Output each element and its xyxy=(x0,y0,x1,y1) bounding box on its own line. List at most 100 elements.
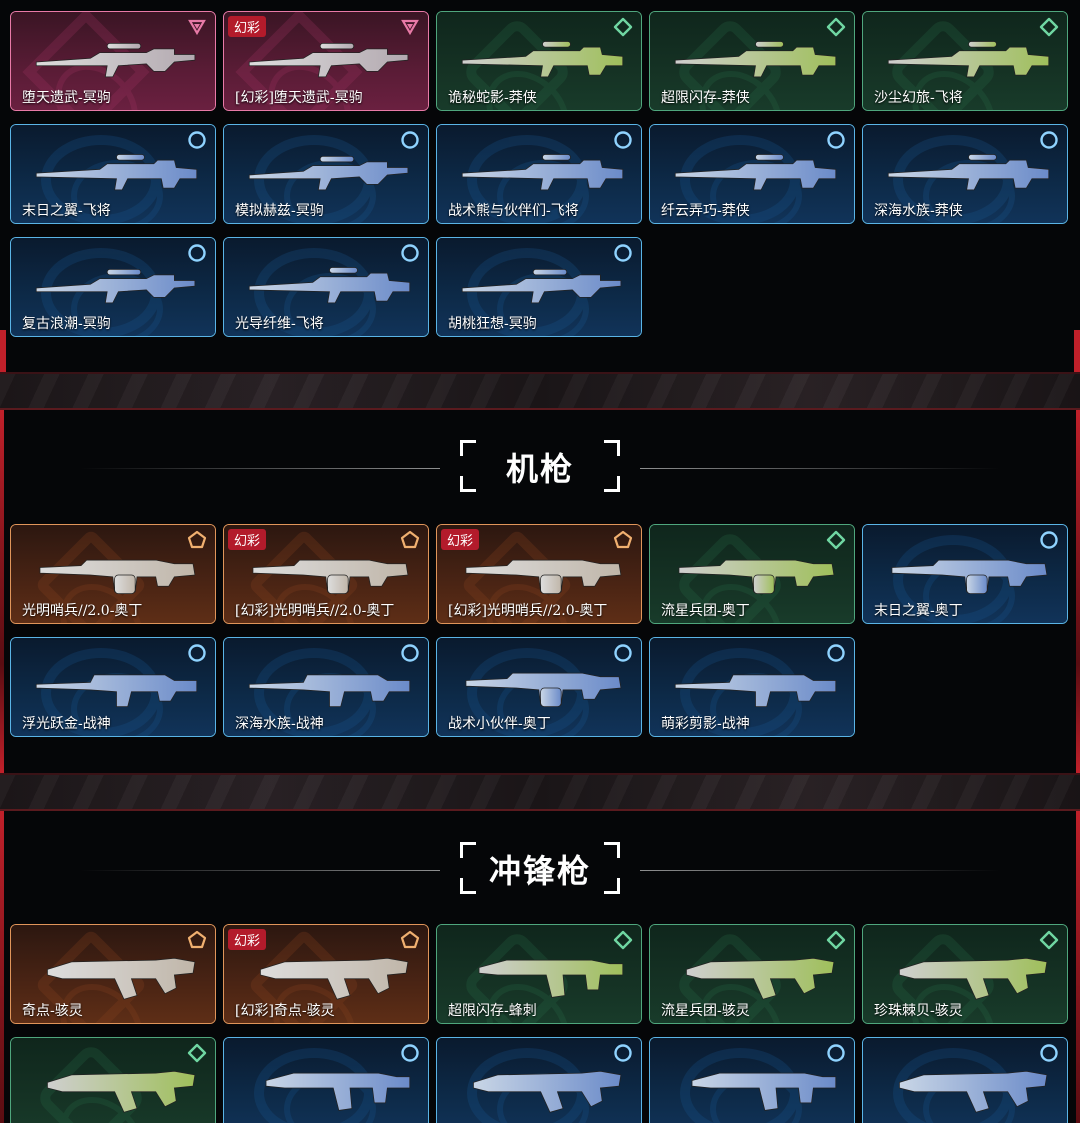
skin-card[interactable] xyxy=(436,1037,642,1123)
skin-card[interactable]: 光导纤维-飞将 xyxy=(223,237,429,337)
skin-card[interactable]: 战术小伙伴-奥丁 xyxy=(436,637,642,737)
skin-card[interactable]: 光明哨兵//2.0-奥丁 xyxy=(10,524,216,624)
title-bracket: 机枪 xyxy=(455,438,625,494)
frame-edge xyxy=(1076,410,1080,773)
smg-weapon-icon xyxy=(47,957,196,1000)
skin-name: 战术熊与伙伴们-飞将 xyxy=(448,203,579,219)
circle-icon xyxy=(1040,131,1058,149)
circle-icon xyxy=(827,644,845,662)
skin-card[interactable]: 末日之翼-飞将 xyxy=(10,124,216,224)
skin-card[interactable]: 堕天遗武-冥驹 xyxy=(10,11,216,111)
skin-card[interactable]: 战术熊与伙伴们-飞将 xyxy=(436,124,642,224)
rifle-weapon-icon xyxy=(461,41,624,78)
pentagon-icon xyxy=(187,930,207,949)
smg-weapon-icon xyxy=(47,1070,196,1113)
title-line xyxy=(80,870,440,871)
skin-name: 珍珠棘贝-骇灵 xyxy=(874,1003,963,1019)
skin-name: 纤云弄巧-莽侠 xyxy=(661,203,750,219)
skin-card[interactable]: 萌彩剪影-战神 xyxy=(649,637,855,737)
skin-name: 萌彩剪影-战神 xyxy=(661,716,750,732)
skin-card[interactable]: 纤云弄巧-莽侠 xyxy=(649,124,855,224)
skin-name: 光明哨兵//2.0-奥丁 xyxy=(22,603,143,619)
circle-icon xyxy=(614,1044,632,1062)
triangle-down-icon xyxy=(188,19,206,36)
skin-card[interactable]: 沙尘幻旅-飞将 xyxy=(862,11,1068,111)
smg2-weapon-icon xyxy=(691,1072,837,1111)
skin-name: 末日之翼-飞将 xyxy=(22,203,111,219)
pentagon-icon xyxy=(187,530,207,549)
skin-card[interactable]: 流星兵团-骇灵 xyxy=(649,924,855,1024)
pentagon-icon xyxy=(400,930,420,949)
skin-card[interactable] xyxy=(649,1037,855,1123)
skin-card[interactable]: 浮光跃金-战神 xyxy=(10,637,216,737)
skin-name: 末日之翼-奥丁 xyxy=(874,603,963,619)
skin-name: [幻彩]光明哨兵//2.0-奥丁 xyxy=(448,603,608,619)
title-line xyxy=(640,870,1000,871)
skin-name: 深海水族-莽侠 xyxy=(874,203,963,219)
variant-tag: 幻彩 xyxy=(441,529,480,550)
skin-card[interactable] xyxy=(223,1037,429,1123)
mg-weapon-icon xyxy=(465,559,622,595)
skin-card[interactable]: 复古浪潮-冥驹 xyxy=(10,237,216,337)
section-divider xyxy=(0,372,1080,410)
skin-card[interactable]: 幻彩[幻彩]奇点-骇灵 xyxy=(223,924,429,1024)
circle-icon xyxy=(1040,1044,1058,1062)
rifle-weapon-icon xyxy=(248,267,411,304)
circle-icon xyxy=(401,131,419,149)
section-heading: 冲锋枪 xyxy=(488,852,591,890)
sniper-weapon-icon xyxy=(35,268,196,304)
skin-card[interactable]: 流星兵团-奥丁 xyxy=(649,524,855,624)
skin-name: 战术小伙伴-奥丁 xyxy=(448,716,551,732)
skin-card[interactable]: 诡秘蛇影-莽侠 xyxy=(436,11,642,111)
skin-name: [幻彩]堕天遗武-冥驹 xyxy=(235,90,363,106)
skin-card[interactable]: 奇点-骇灵 xyxy=(10,924,216,1024)
skin-card[interactable] xyxy=(862,1037,1068,1123)
skin-card[interactable]: 模拟赫兹-冥驹 xyxy=(223,124,429,224)
skin-card[interactable]: 幻彩 [幻彩]堕天遗武-冥驹 xyxy=(223,11,429,111)
pentagon-icon xyxy=(400,530,420,549)
diamond-icon xyxy=(826,17,846,37)
circle-icon xyxy=(827,131,845,149)
skin-card[interactable]: 深海水族-莽侠 xyxy=(862,124,1068,224)
pentagon-icon xyxy=(613,530,633,549)
mg-weapon-icon xyxy=(465,672,622,708)
circle-icon xyxy=(614,644,632,662)
skin-card[interactable]: 幻彩 [幻彩]光明哨兵//2.0-奥丁 xyxy=(436,524,642,624)
skin-card[interactable]: 超限闪存-蜂刺 xyxy=(436,924,642,1024)
circle-icon xyxy=(188,244,206,262)
skin-name: 光导纤维-飞将 xyxy=(235,316,324,332)
skin-name: [幻彩]奇点-骇灵 xyxy=(235,1003,335,1019)
lmg-weapon-icon xyxy=(35,674,198,708)
skin-card[interactable] xyxy=(10,1037,216,1123)
skin-name: 奇点-骇灵 xyxy=(22,1003,83,1019)
skin-name: 模拟赫兹-冥驹 xyxy=(235,203,324,219)
diamond-icon xyxy=(826,930,846,950)
sniper-weapon-icon xyxy=(248,42,409,78)
skin-name: 沙尘幻旅-飞将 xyxy=(874,90,963,106)
lmg-weapon-icon xyxy=(674,674,837,708)
skin-card[interactable]: 超限闪存-莽侠 xyxy=(649,11,855,111)
sniper-weapon-icon xyxy=(461,268,622,304)
skin-name: 流星兵团-奥丁 xyxy=(661,603,750,619)
skin-card[interactable]: 幻彩[幻彩]光明哨兵//2.0-奥丁 xyxy=(223,524,429,624)
skin-card[interactable]: 珍珠棘贝-骇灵 xyxy=(862,924,1068,1024)
rifle-weapon-icon xyxy=(674,154,837,191)
diamond-icon xyxy=(613,930,633,950)
skin-card[interactable]: 末日之翼-奥丁 xyxy=(862,524,1068,624)
rifle-weapon-icon xyxy=(887,154,1050,191)
diamond-icon xyxy=(826,530,846,550)
smg-weapon-icon xyxy=(473,1070,622,1113)
skin-name: 深海水族-战神 xyxy=(235,716,324,732)
skin-name: [幻彩]光明哨兵//2.0-奥丁 xyxy=(235,603,395,619)
skin-card[interactable]: 胡桃狂想-冥驹 xyxy=(436,237,642,337)
skin-card[interactable]: 深海水族-战神 xyxy=(223,637,429,737)
smg-weapon-icon xyxy=(686,957,835,1000)
skin-grid-smg: 奇点-骇灵 幻彩[幻彩]奇点-骇灵超限闪存-蜂刺流星兵团-骇灵珍珠棘贝-骇灵 xyxy=(10,924,1068,1123)
rifle-weapon-icon xyxy=(887,41,1050,78)
rifle-weapon-icon xyxy=(461,154,624,191)
variant-tag: 幻彩 xyxy=(228,16,267,37)
title-line xyxy=(640,468,1000,469)
lmg-weapon-icon xyxy=(248,674,411,708)
section-divider xyxy=(0,773,1080,811)
